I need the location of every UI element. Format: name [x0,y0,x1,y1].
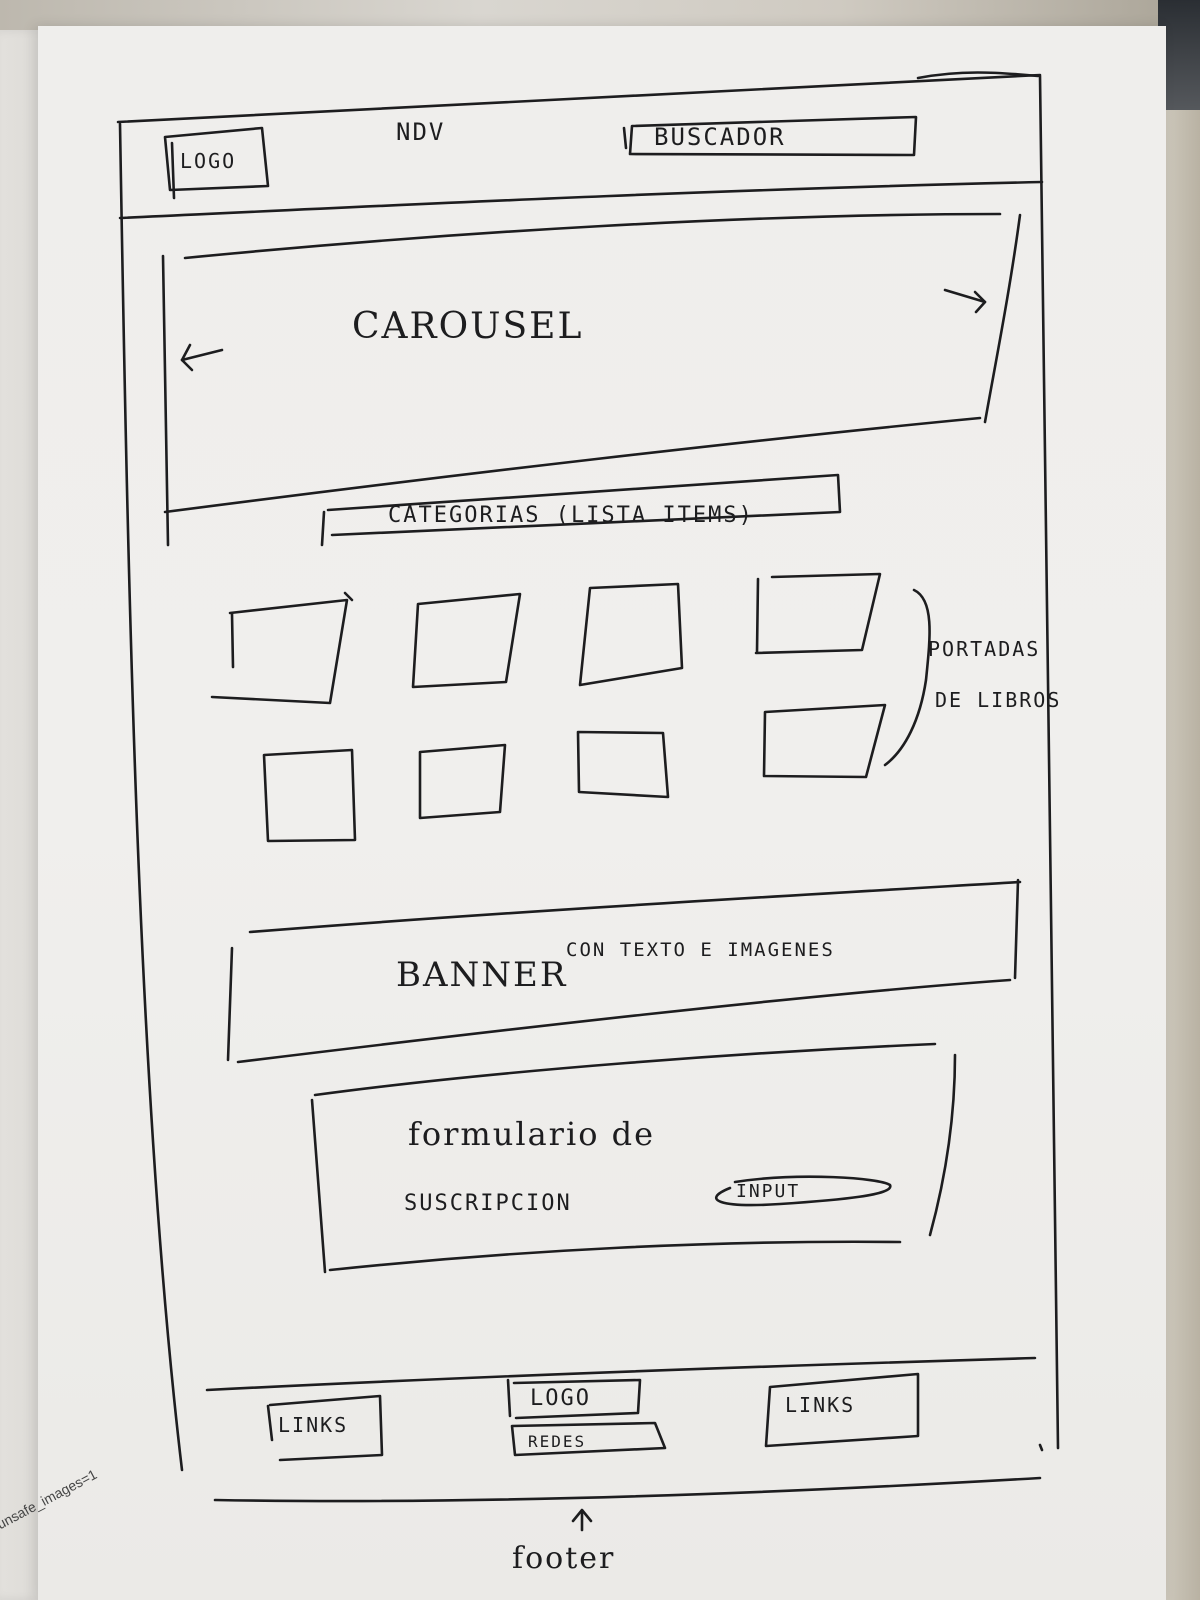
sketch-paper [38,26,1166,1600]
footer-social[interactable]: REDES [510,1421,667,1457]
book-cover[interactable] [762,703,887,779]
subscription-title-line2: SUSCRIPCION [404,1191,572,1216]
footer: LINKS LOGO REDES LINKS footer [205,1356,1044,1576]
books-note-line1: PORTADAS [928,637,1040,661]
background-surface [0,0,1200,30]
footer-links-right-label: LINKS [785,1393,855,1417]
footer-links-left[interactable]: LINKS [266,1394,384,1462]
brace-icon [883,588,931,767]
book-cover[interactable] [210,598,349,705]
page-frame [116,71,1060,1503]
book-cover[interactable] [418,743,507,820]
subscription-input-label: INPUT [736,1181,800,1202]
banner-label-rest: CON TEXTO E IMAGENES [566,939,835,961]
book-cover[interactable] [576,730,670,799]
subscription-input[interactable]: INPUT [715,1175,892,1207]
subscription-title-line1: formulario de [408,1115,655,1153]
nav-menu[interactable]: NDV [396,118,445,146]
categories-label: CATEGORIAS (LISTA ITEMS) [388,503,754,528]
arrow-left-icon[interactable] [180,343,224,372]
book-covers-grid: PORTADAS DE LIBROS [210,572,1061,843]
search-box[interactable]: BUSCADOR [622,115,918,157]
footer-annotation: footer [512,1541,615,1576]
book-cover[interactable] [754,572,882,655]
banner-label-main: BANNER [396,955,567,995]
header-logo-label: LOGO [180,149,236,173]
carousel[interactable]: CAROUSEL [161,212,1022,547]
arrow-right-icon[interactable] [943,288,987,314]
nav-label: NDV [396,118,445,146]
footer-social-label: REDES [528,1432,586,1451]
banner: BANNER CON TEXTO E IMAGENES [226,878,1022,1064]
book-cover[interactable] [262,748,357,843]
arrow-up-icon [571,1508,593,1532]
footer-logo[interactable]: LOGO [506,1378,642,1420]
carousel-label: CAROUSEL [352,306,583,347]
subscription-form: formulario de SUSCRIPCION INPUT [310,1042,957,1274]
footer-links-right[interactable]: LINKS [764,1372,920,1448]
header-logo-box[interactable]: LOGO [163,126,270,200]
footer-links-left-label: LINKS [278,1413,348,1437]
book-cover[interactable] [411,592,522,689]
categories-bar[interactable]: CATEGORIAS (LISTA ITEMS) [320,473,842,547]
books-note-line2: DE LIBROS [935,688,1061,712]
header: LOGO NDV BUSCADOR [118,115,1044,220]
book-cover[interactable] [578,582,684,687]
footer-logo-label: LOGO [530,1386,591,1411]
search-label: BUSCADOR [654,123,786,151]
